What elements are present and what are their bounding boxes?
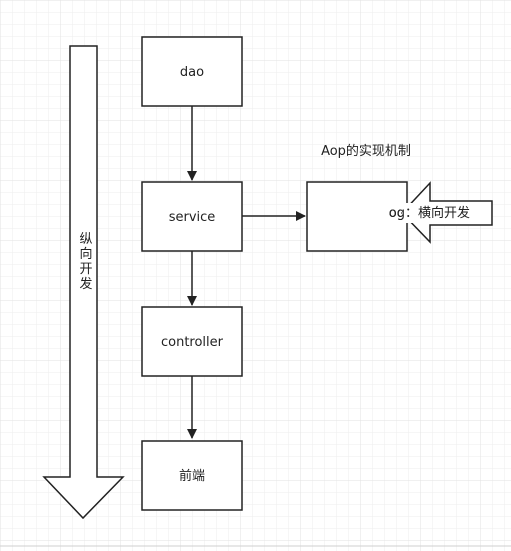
aop-target-label: og xyxy=(389,206,405,221)
aop-heading: Aop的实现机制 xyxy=(321,143,411,159)
dao-node[interactable] xyxy=(141,36,243,107)
vertical-label-char-4: 发 xyxy=(79,276,92,292)
vertical-development-arrow xyxy=(42,45,125,520)
vertical-label-char-1: 纵 xyxy=(79,232,92,247)
vertical-label-char-3: 开 xyxy=(79,262,92,277)
service-label: service xyxy=(169,210,216,225)
frontend-label: 前端 xyxy=(179,468,205,484)
aop-target-label-overlay: og xyxy=(389,206,405,221)
frontend-node[interactable] xyxy=(141,440,243,511)
dao-label: dao xyxy=(180,65,204,80)
controller-label: controller xyxy=(161,335,224,350)
aop-target-node[interactable] xyxy=(306,181,408,252)
horizontal-development-arrow xyxy=(400,181,493,244)
aop-label-mask xyxy=(402,203,414,223)
horizontal-arrow-label: ：横向开发 xyxy=(405,205,470,221)
vertical-label-char-2: 向 xyxy=(79,246,92,262)
service-node[interactable] xyxy=(141,181,243,252)
controller-node[interactable] xyxy=(141,306,243,377)
